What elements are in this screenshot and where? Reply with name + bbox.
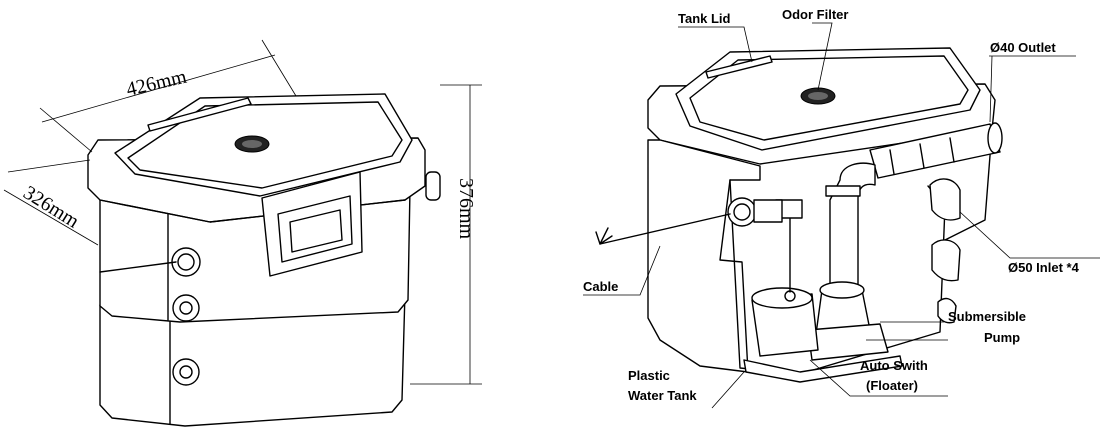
label-tank-lid: Tank Lid: [678, 11, 731, 26]
label-tank-line1: Plastic: [628, 368, 670, 383]
label-switch-line2: (Floater): [866, 378, 918, 393]
label-pump-line2: Pump: [984, 330, 1020, 345]
label-pump-line1: Submersible: [948, 309, 1026, 324]
right-tank-drawing: [583, 22, 1100, 409]
label-tank-line2: Water Tank: [628, 388, 697, 403]
dimension-height-label: 376mm: [455, 178, 477, 240]
label-odor-filter: Odor Filter: [782, 7, 848, 22]
callout-labels: Tank Lid Odor Filter Ø40 Outlet Ø50 Inle…: [583, 7, 1080, 403]
label-outlet: Ø40 Outlet: [990, 40, 1056, 55]
left-tank-drawing: 426mm 326mm 376mm: [3, 39, 482, 427]
label-switch-line1: Auto Swith: [860, 358, 928, 373]
dimension-width-label: 326mm: [19, 182, 83, 233]
dimension-length-label: 426mm: [124, 66, 189, 101]
label-inlet: Ø50 Inlet *4: [1008, 260, 1080, 275]
label-cable: Cable: [583, 279, 618, 294]
